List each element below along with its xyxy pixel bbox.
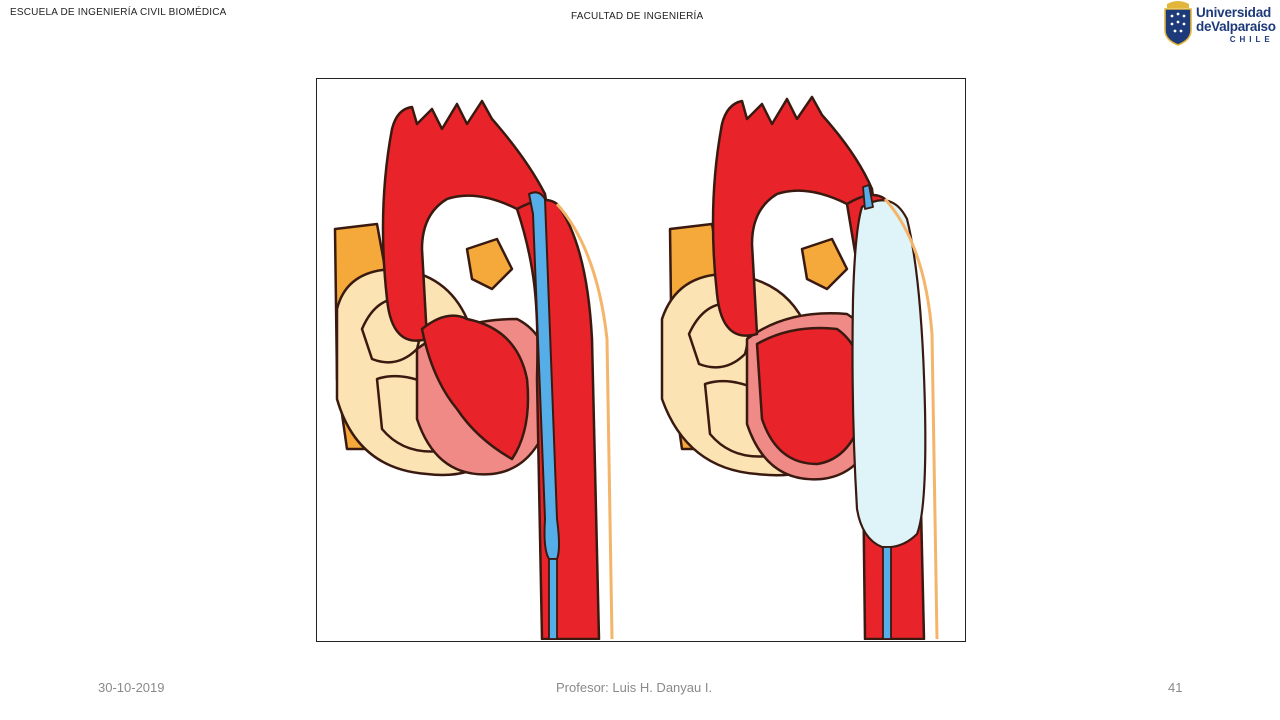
footer-page-number: 41 — [1168, 680, 1183, 695]
footer-professor: Profesor: Luis H. Danyau I. — [556, 680, 713, 695]
left-heart-deflated — [333, 99, 614, 640]
logo-line1: Universidad — [1196, 5, 1272, 20]
heart-balloon-illustration — [316, 78, 966, 642]
university-logo: Universidad deValparaíso CHILE — [1162, 0, 1276, 50]
heart-diagram-svg — [333, 95, 939, 640]
right-heart-inflated — [660, 95, 939, 640]
footer-date: 30-10-2019 — [98, 680, 165, 695]
university-shield-icon — [1164, 1, 1192, 46]
logo-line3: CHILE — [1229, 35, 1274, 44]
logo-line2: deValparaíso — [1196, 19, 1276, 34]
school-header: ESCUELA DE INGENIERÍA CIVIL BIOMÉDICA — [10, 7, 227, 18]
faculty-header: FACULTAD DE INGENIERÍA — [571, 11, 704, 22]
